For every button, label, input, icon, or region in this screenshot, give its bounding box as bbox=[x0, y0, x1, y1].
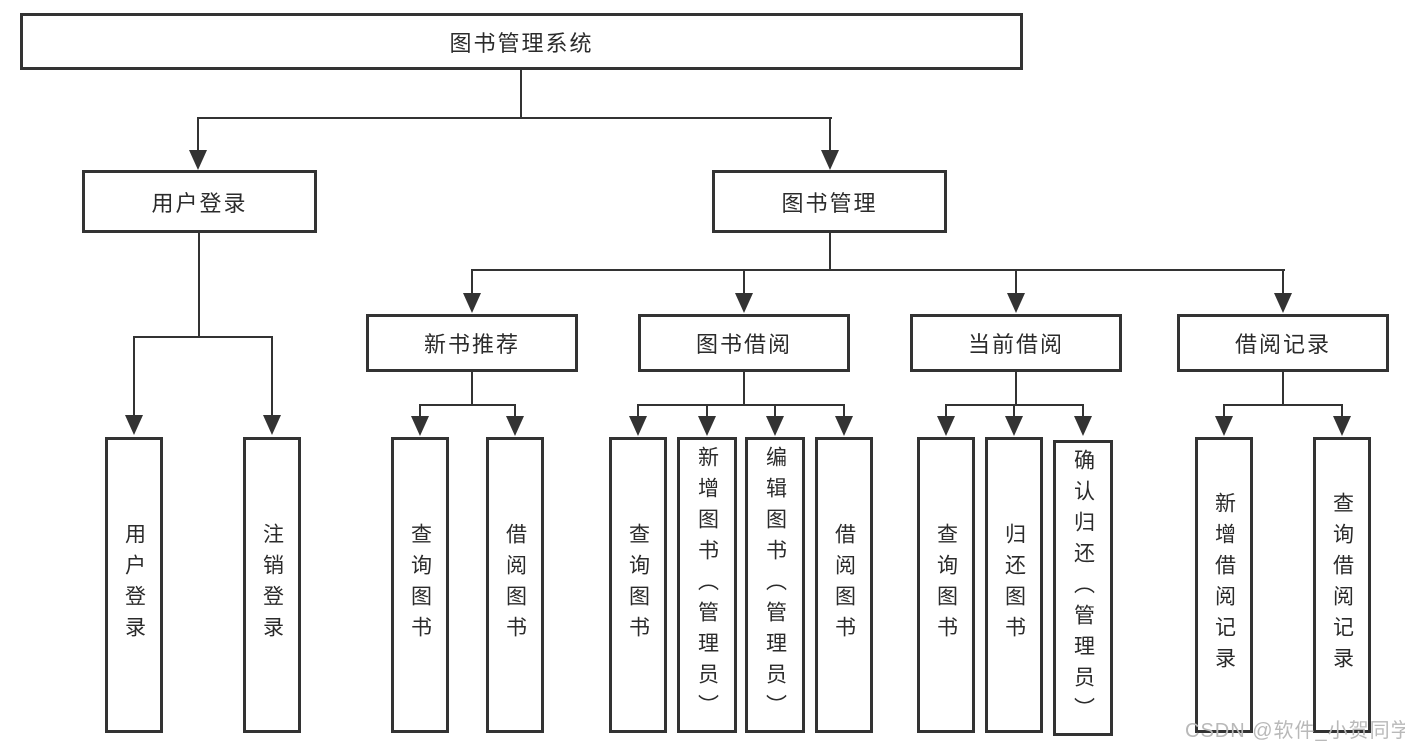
connector-line bbox=[1015, 269, 1017, 295]
node-book-management: 图书管理 bbox=[712, 170, 947, 233]
connector-line bbox=[271, 336, 273, 415]
connector-line bbox=[520, 69, 522, 118]
leaf-borrow-books-recommend: 借阅图书 bbox=[486, 437, 544, 733]
node-user-login: 用户登录 bbox=[82, 170, 317, 233]
arrowhead-down-icon bbox=[411, 416, 429, 436]
arrowhead-down-icon bbox=[1333, 416, 1351, 436]
leaf-query-borrow-record: 查询借阅记录 bbox=[1313, 437, 1371, 733]
arrowhead-down-icon bbox=[463, 293, 481, 313]
leaf-return-book: 归还图书 bbox=[985, 437, 1043, 733]
arrowhead-down-icon bbox=[506, 416, 524, 436]
connector-line bbox=[1341, 404, 1343, 418]
leaf-add-borrow-record: 新增借阅记录 bbox=[1195, 437, 1253, 733]
leaf-label: 查询图书 bbox=[626, 523, 650, 647]
node-current-borrowing: 当前借阅 bbox=[910, 314, 1122, 372]
node-book-borrowing: 图书借阅 bbox=[638, 314, 850, 372]
leaf-confirm-return-admin: 确认归还（管理员） bbox=[1053, 440, 1113, 736]
leaf-borrow-books-borrowing: 借阅图书 bbox=[815, 437, 873, 733]
leaf-label: 查询图书 bbox=[408, 523, 432, 647]
node-label: 图书管理 bbox=[781, 190, 878, 216]
leaf-label: 查询借阅记录 bbox=[1330, 492, 1354, 678]
node-new-book-recommend: 新书推荐 bbox=[366, 314, 578, 372]
leaf-label: 编辑图书（管理员） bbox=[763, 445, 787, 725]
connector-line bbox=[743, 269, 745, 295]
leaf-query-books-borrowing: 查询图书 bbox=[609, 437, 667, 733]
connector-line bbox=[945, 404, 947, 418]
arrowhead-down-icon bbox=[1005, 416, 1023, 436]
connector-line bbox=[1015, 371, 1017, 406]
arrowhead-down-icon bbox=[835, 416, 853, 436]
connector-line bbox=[471, 371, 473, 406]
leaf-edit-book-admin: 编辑图书（管理员） bbox=[745, 437, 805, 733]
connector-line bbox=[514, 404, 516, 418]
leaf-user-login: 用户登录 bbox=[105, 437, 163, 733]
arrowhead-down-icon bbox=[766, 416, 784, 436]
leaf-label: 用户登录 bbox=[122, 523, 146, 647]
connector-line bbox=[133, 336, 273, 338]
connector-line bbox=[471, 269, 473, 295]
arrowhead-down-icon bbox=[189, 150, 207, 170]
arrowhead-down-icon bbox=[821, 150, 839, 170]
connector-line bbox=[774, 404, 776, 418]
connector-line bbox=[637, 404, 639, 418]
connector-line bbox=[843, 404, 845, 418]
connector-line bbox=[419, 404, 516, 406]
leaf-label: 借阅图书 bbox=[832, 523, 856, 647]
arrowhead-down-icon bbox=[1074, 416, 1092, 436]
connector-line bbox=[829, 232, 831, 271]
connector-line bbox=[197, 117, 832, 119]
csdn-watermark: CSDN @软件_小贺同学 bbox=[1185, 720, 1405, 742]
connector-line bbox=[1223, 404, 1225, 418]
leaf-query-books-current: 查询图书 bbox=[917, 437, 975, 733]
arrowhead-down-icon bbox=[698, 416, 716, 436]
arrowhead-down-icon bbox=[263, 415, 281, 435]
leaf-label: 归还图书 bbox=[1002, 523, 1026, 647]
connector-line bbox=[1223, 404, 1343, 406]
connector-line bbox=[637, 404, 845, 406]
node-label: 新书推荐 bbox=[423, 332, 520, 357]
leaf-label: 新增图书（管理员） bbox=[695, 445, 719, 725]
connector-line bbox=[706, 404, 708, 418]
leaf-label: 注销登录 bbox=[260, 523, 284, 647]
node-label: 借阅记录 bbox=[1234, 332, 1331, 357]
node-label: 用户登录 bbox=[151, 190, 248, 216]
arrowhead-down-icon bbox=[1215, 416, 1233, 436]
node-label: 图书借阅 bbox=[695, 332, 792, 357]
arrowhead-down-icon bbox=[735, 293, 753, 313]
node-label: 当前借阅 bbox=[967, 332, 1064, 357]
connector-line bbox=[743, 371, 745, 406]
arrowhead-down-icon bbox=[629, 416, 647, 436]
leaf-label: 查询图书 bbox=[934, 523, 958, 647]
node-label: 图书管理系统 bbox=[449, 30, 594, 56]
leaf-label: 借阅图书 bbox=[503, 523, 527, 647]
arrowhead-down-icon bbox=[125, 415, 143, 435]
arrowhead-down-icon bbox=[1274, 293, 1292, 313]
connector-line bbox=[197, 117, 199, 151]
leaf-query-books-recommend: 查询图书 bbox=[391, 437, 449, 733]
connector-line bbox=[1082, 404, 1084, 418]
connector-line bbox=[1282, 269, 1284, 295]
connector-line bbox=[471, 269, 1285, 271]
connector-line bbox=[133, 336, 135, 415]
leaf-add-book-admin: 新增图书（管理员） bbox=[677, 437, 737, 733]
node-library-management-system: 图书管理系统 bbox=[20, 13, 1023, 70]
arrowhead-down-icon bbox=[1007, 293, 1025, 313]
connector-line bbox=[198, 232, 200, 338]
connector-line bbox=[1282, 371, 1284, 406]
node-borrowing-records: 借阅记录 bbox=[1177, 314, 1389, 372]
leaf-logout: 注销登录 bbox=[243, 437, 301, 733]
connector-line bbox=[829, 117, 831, 151]
leaf-label: 确认归还（管理员） bbox=[1071, 448, 1095, 728]
connector-line bbox=[1013, 404, 1015, 418]
leaf-label: 新增借阅记录 bbox=[1212, 492, 1236, 678]
connector-line bbox=[419, 404, 421, 418]
arrowhead-down-icon bbox=[937, 416, 955, 436]
